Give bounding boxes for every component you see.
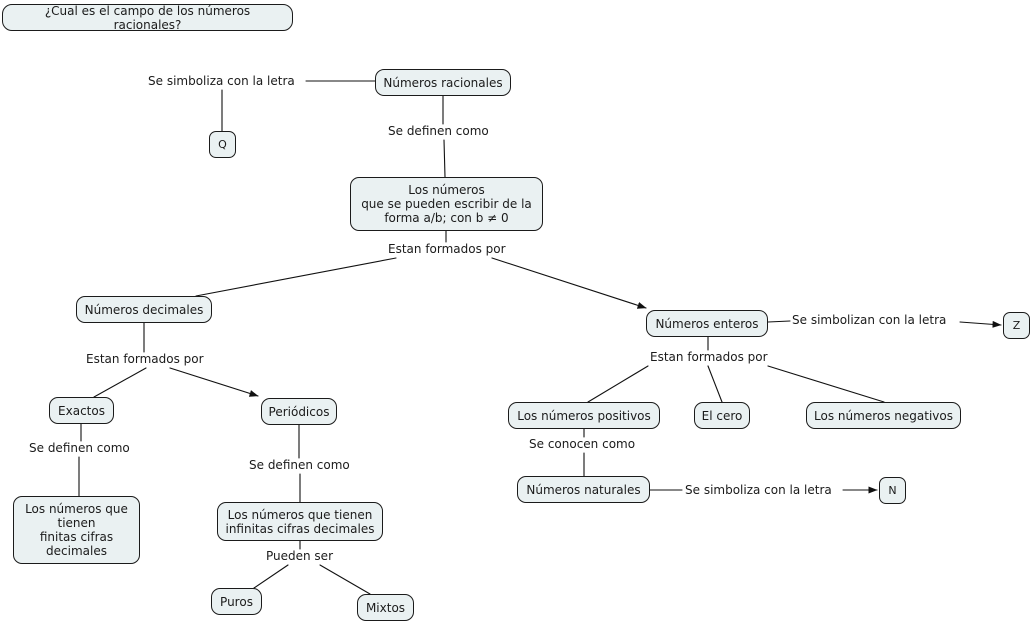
edge-formados2-to-exactos xyxy=(93,367,147,398)
node-letter-q[interactable]: Q xyxy=(209,131,236,158)
edge-definen-to-definicion xyxy=(443,139,446,178)
node-numeros-racionales[interactable]: Números racionales xyxy=(375,69,511,96)
link-label-se-simboliza-con-la-letra-q: Se simboliza con la letra xyxy=(148,74,295,88)
node-puros[interactable]: Puros xyxy=(211,588,262,615)
link-label-se-simbolizan-con-la-letra-z: Se simbolizan con la letra xyxy=(792,313,947,327)
edge-formados3-to-negativos xyxy=(767,365,885,403)
node-letter-z[interactable]: Z xyxy=(1003,312,1030,339)
edge-enteros-to-simbolizan xyxy=(767,320,791,323)
node-periodicos[interactable]: Periódicos xyxy=(261,398,337,425)
link-label-estan-formados-por-enteros: Estan formados por xyxy=(650,350,768,364)
node-definicion-racionales[interactable]: Los números que se pueden escribir de la… xyxy=(350,177,543,231)
node-letter-n[interactable]: N xyxy=(879,477,906,504)
link-label-se-simboliza-con-la-letra-n: Se simboliza con la letra xyxy=(685,483,832,497)
edge-formados3-to-positivos xyxy=(587,365,649,403)
edge-formados-to-decimales xyxy=(195,257,397,297)
edge-formados-to-enteros xyxy=(491,257,647,309)
link-label-estan-formados-por-decimales: Estan formados por xyxy=(86,352,204,366)
edge-formados2-to-periodicos xyxy=(169,367,259,397)
link-label-estan-formados-por-racionales: Estan formados por xyxy=(388,242,506,256)
node-numeros-enteros[interactable]: Números enteros xyxy=(646,310,768,337)
node-el-cero[interactable]: El cero xyxy=(694,402,750,429)
link-label-se-definen-como-periodicos: Se definen como xyxy=(249,458,350,472)
link-label-se-definen-como-racionales: Se definen como xyxy=(388,124,489,138)
node-finitas-cifras-decimales[interactable]: Los números que tienen finitas cifras de… xyxy=(13,496,140,564)
node-numeros-decimales[interactable]: Números decimales xyxy=(76,296,212,323)
edge-formados3-to-cero xyxy=(707,365,723,403)
edge-pueden-to-puros xyxy=(253,564,289,589)
link-label-se-conocen-como-naturales: Se conocen como xyxy=(529,437,636,451)
node-numeros-positivos[interactable]: Los números positivos xyxy=(508,402,660,429)
node-numeros-negativos[interactable]: Los números negativos xyxy=(806,402,961,429)
link-label-se-definen-como-exactos: Se definen como xyxy=(29,441,130,455)
edge-simbolizan-to-z xyxy=(959,320,1002,328)
node-infinitas-cifras-decimales[interactable]: Los números que tienen infinitas cifras … xyxy=(217,502,383,541)
node-mixtos[interactable]: Mixtos xyxy=(357,594,414,621)
link-label-pueden-ser: Pueden ser xyxy=(266,549,334,563)
node-exactos[interactable]: Exactos xyxy=(49,397,114,424)
node-numeros-naturales[interactable]: Números naturales xyxy=(517,476,650,503)
edge-pueden-to-mixtos xyxy=(319,564,371,595)
node-question[interactable]: ¿Cual es el campo de los números raciona… xyxy=(2,4,293,32)
